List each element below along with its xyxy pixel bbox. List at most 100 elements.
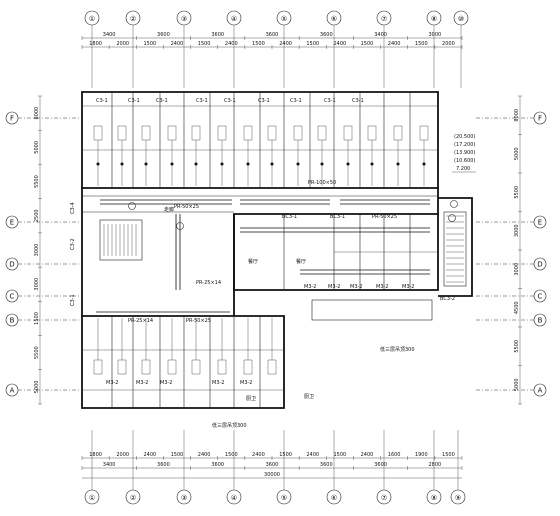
dim-bottom-inner-value: 2400	[252, 452, 265, 458]
duct-label-top-right: PR-50×25	[372, 214, 397, 220]
fan-coil-unit	[117, 359, 127, 375]
axis-label-top: ②	[130, 15, 136, 23]
bath-tag: 厨卫	[246, 396, 256, 402]
fan-coil-unit	[167, 359, 177, 375]
ductwork	[96, 199, 430, 317]
room-tag-top: C3-1	[324, 98, 336, 104]
dim-bottom-inner-value: 1500	[333, 452, 346, 458]
room-tag-bottom: M3-2	[240, 380, 252, 386]
dim-left-value: 8000	[34, 107, 40, 120]
fan-coil-unit	[217, 125, 227, 141]
wall-bottom-wing	[81, 315, 285, 409]
dim-bottom-inner-value: 1500	[442, 452, 455, 458]
hall-label: 餐厅	[248, 258, 258, 265]
axis-label-left: B	[10, 317, 15, 325]
unit-tag-ct3: C3-1	[70, 294, 76, 306]
dim-bottom-inner-value: 2400	[306, 452, 319, 458]
elevation-5: 7.200	[456, 166, 470, 172]
dim-top-outer-value: 3600	[266, 32, 279, 38]
diffuser-dot	[170, 162, 174, 166]
exhaust-fan	[450, 200, 458, 208]
dim-left-value: 3000	[34, 278, 40, 291]
room-tag-mid-right: M3-2	[304, 284, 316, 290]
duct-right-2	[300, 269, 430, 275]
dim-top-inner-value: 1500	[198, 41, 211, 47]
dim-right-value: 3000	[514, 263, 520, 276]
dim-bottom-outer-value: 3600	[157, 462, 170, 468]
room-partitions-bottom	[82, 316, 284, 408]
dim-top-inner-value: 1500	[361, 41, 374, 47]
building-walls	[81, 91, 473, 409]
dim-top-inner-value: 1800	[89, 41, 102, 47]
dim-bottom-inner-value: 2000	[116, 452, 129, 458]
axis-label-bottom: ①	[89, 494, 95, 502]
dim-bottom-inner-value: 2400	[198, 452, 211, 458]
room-partitions-top	[82, 92, 438, 188]
fan-coil-unit	[393, 125, 403, 141]
room-tag-bottom: M3-2	[106, 380, 118, 386]
elevation-2: (17.200)	[454, 142, 475, 148]
axis-label-top: ①	[89, 15, 95, 23]
dim-top-inner-value: 2400	[225, 41, 238, 47]
axis-label-bottom: ③	[181, 494, 187, 502]
fan-coil-unit	[167, 125, 177, 141]
dim-top-inner-value: 1500	[252, 41, 265, 47]
exhaust-fan	[176, 222, 184, 230]
room-tag-top: C3-1	[128, 98, 140, 104]
diffuser-dot	[120, 162, 124, 166]
axis-label-bottom: ⑥	[331, 494, 337, 502]
axis-label-left: E	[10, 219, 14, 227]
axis-label-top: ⑩	[458, 15, 464, 23]
dim-bottom-inner-value: 1900	[415, 452, 428, 458]
axis-label-right: A	[538, 387, 543, 395]
duct-label-top-left: PR-50×25	[174, 204, 199, 210]
diffuser-dot	[220, 162, 224, 166]
axis-label-bottom: ④	[231, 494, 237, 502]
fan-coil-unit	[191, 125, 201, 141]
fan-coil-unit	[141, 125, 151, 141]
elevation-3: (13.900)	[454, 150, 475, 156]
dim-bottom-outer-value: 3600	[211, 462, 224, 468]
room-tag-mid-right: M3-2	[402, 284, 414, 290]
dim-top-inner-value: 2400	[333, 41, 346, 47]
diffuser-dot	[296, 162, 300, 166]
diffuser-dot	[346, 162, 350, 166]
dim-top-inner-value: 2000	[116, 41, 129, 47]
dim-bottom-outer-value: 3600	[320, 462, 333, 468]
labels: 走廊 餐厅 餐厅 PR-50×25 PR-100×50 PR-50×25 PR-…	[70, 180, 455, 429]
duct-label-mid-left: PR-25×14	[196, 280, 221, 286]
axis-label-bottom: ②	[130, 494, 136, 502]
room-tag-top: C3-1	[156, 98, 168, 104]
fan-coil-unit	[93, 359, 103, 375]
dim-right-value: 3000	[514, 224, 520, 237]
dim-right-value: 4500	[514, 301, 520, 314]
axis-label-bottom: ⑧	[431, 494, 437, 502]
fan-coil-unit	[419, 125, 429, 141]
dim-top-outer-value: 3000	[428, 32, 441, 38]
diffuser-dot	[194, 162, 198, 166]
dim-top-outer-value: 3400	[103, 32, 116, 38]
dim-bottom-inner-value: 1500	[171, 452, 184, 458]
fan-coil-unit	[243, 125, 253, 141]
dim-bottom-inner-value: 1500	[279, 452, 292, 458]
axis-label-top: ⑦	[381, 15, 387, 23]
duct-bottom	[96, 311, 230, 317]
room-tag-top: C3-1	[96, 98, 108, 104]
fan-coil-unit	[293, 125, 303, 141]
dim-bottom-inner-value: 1600	[388, 452, 401, 458]
stair-left	[99, 219, 143, 261]
exhaust-fan	[128, 202, 136, 210]
diffuser-dot	[144, 162, 148, 166]
dim-top-inner-value: 1500	[306, 41, 319, 47]
dim-right-value: 5500	[514, 186, 520, 199]
fan-coil-unit	[317, 125, 327, 141]
dim-top-inner-value: 2400	[388, 41, 401, 47]
axis-label-top: ⑧	[431, 15, 437, 23]
duct-label-top-mid: PR-100×50	[308, 180, 336, 186]
axis-label-bottom: ⑤	[281, 494, 287, 502]
axis-label-top: ⑤	[281, 15, 287, 23]
